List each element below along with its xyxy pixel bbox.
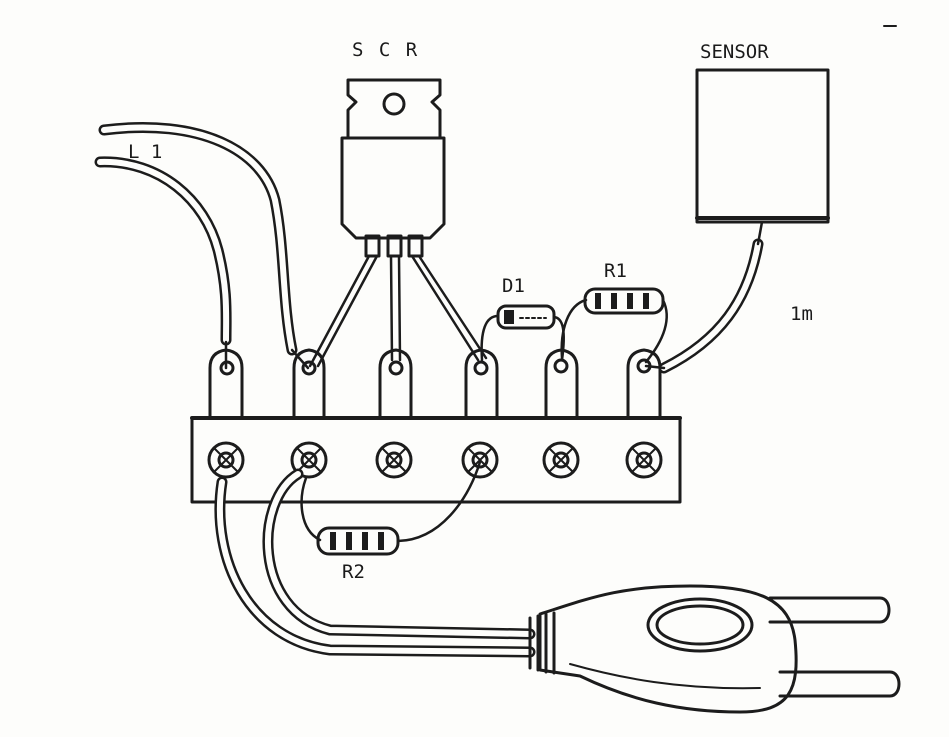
screw-4 xyxy=(461,441,499,479)
screw-1 xyxy=(207,441,245,479)
lug-2 xyxy=(292,348,326,420)
scr-component xyxy=(308,78,488,368)
d1-label: D1 xyxy=(502,275,525,297)
sensor-cable xyxy=(644,220,764,374)
scr-label: S C R xyxy=(352,39,419,61)
cable-length-label: 1m xyxy=(790,303,813,325)
r1-resistor xyxy=(560,287,668,364)
terminal-strip xyxy=(190,416,682,504)
lug-3 xyxy=(378,348,413,420)
l1-label: L 1 xyxy=(128,141,162,163)
r2-label: R2 xyxy=(342,561,365,583)
lug-6 xyxy=(626,348,662,420)
l1-wire xyxy=(94,121,310,370)
r2-resistor xyxy=(300,460,482,556)
screw-6 xyxy=(625,441,663,479)
screw-2 xyxy=(290,441,328,479)
plug xyxy=(528,584,901,714)
screw-3 xyxy=(375,441,413,479)
sensor-label: SENSOR xyxy=(700,41,769,63)
power-cord xyxy=(214,468,536,658)
screw-5 xyxy=(542,441,580,479)
r1-label: R1 xyxy=(604,260,627,282)
sensor-component xyxy=(695,68,830,224)
